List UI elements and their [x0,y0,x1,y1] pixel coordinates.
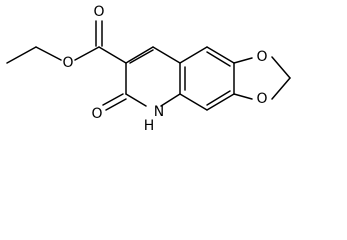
bond-lactam-double-b [105,98,127,111]
atom-lactam-nitrogen: N [154,104,164,120]
bond-methylene-ester-oxygen [35,46,62,61]
bond-otop-ch2 [271,56,291,79]
bond-c4a-c5 [179,46,208,64]
molecule-structure-diagram: O O O N H O O [6,4,291,134]
bond-lactam-double-a [102,93,124,106]
bond-c8-c8a [179,93,208,111]
bond-methyl-methylene [6,46,37,64]
atom-lactam-hydrogen: H [144,118,155,134]
bond-n1-c8a [160,93,181,107]
atom-ester-ether-oxygen: O [62,55,73,71]
bond-ester-oxygen-carbonyl-carbon [74,46,100,61]
bond-ester-to-ring [98,46,127,64]
bond-c7-c8-double-inner [206,90,231,106]
bond-c3-c4-double-inner [129,49,154,64]
bond-obottom-ch2 [271,77,291,100]
atom-dioxole-top-oxygen: O [256,49,267,65]
bond-c3-c4-double-outer [125,46,154,64]
bond-c5-c6 [206,46,235,64]
bond-c4-c4a [152,46,181,64]
atom-lactam-oxygen: O [91,106,102,122]
bond-c6-otop [233,57,253,64]
bond-c2-n1 [125,93,147,107]
bond-c7-c8 [206,93,235,111]
atom-ester-carbonyl-oxygen: O [93,4,104,20]
bond-c5-c6-double-inner [206,51,231,67]
atom-dioxole-bottom-oxygen: O [256,91,267,107]
bond-c7-obottom [233,93,253,100]
